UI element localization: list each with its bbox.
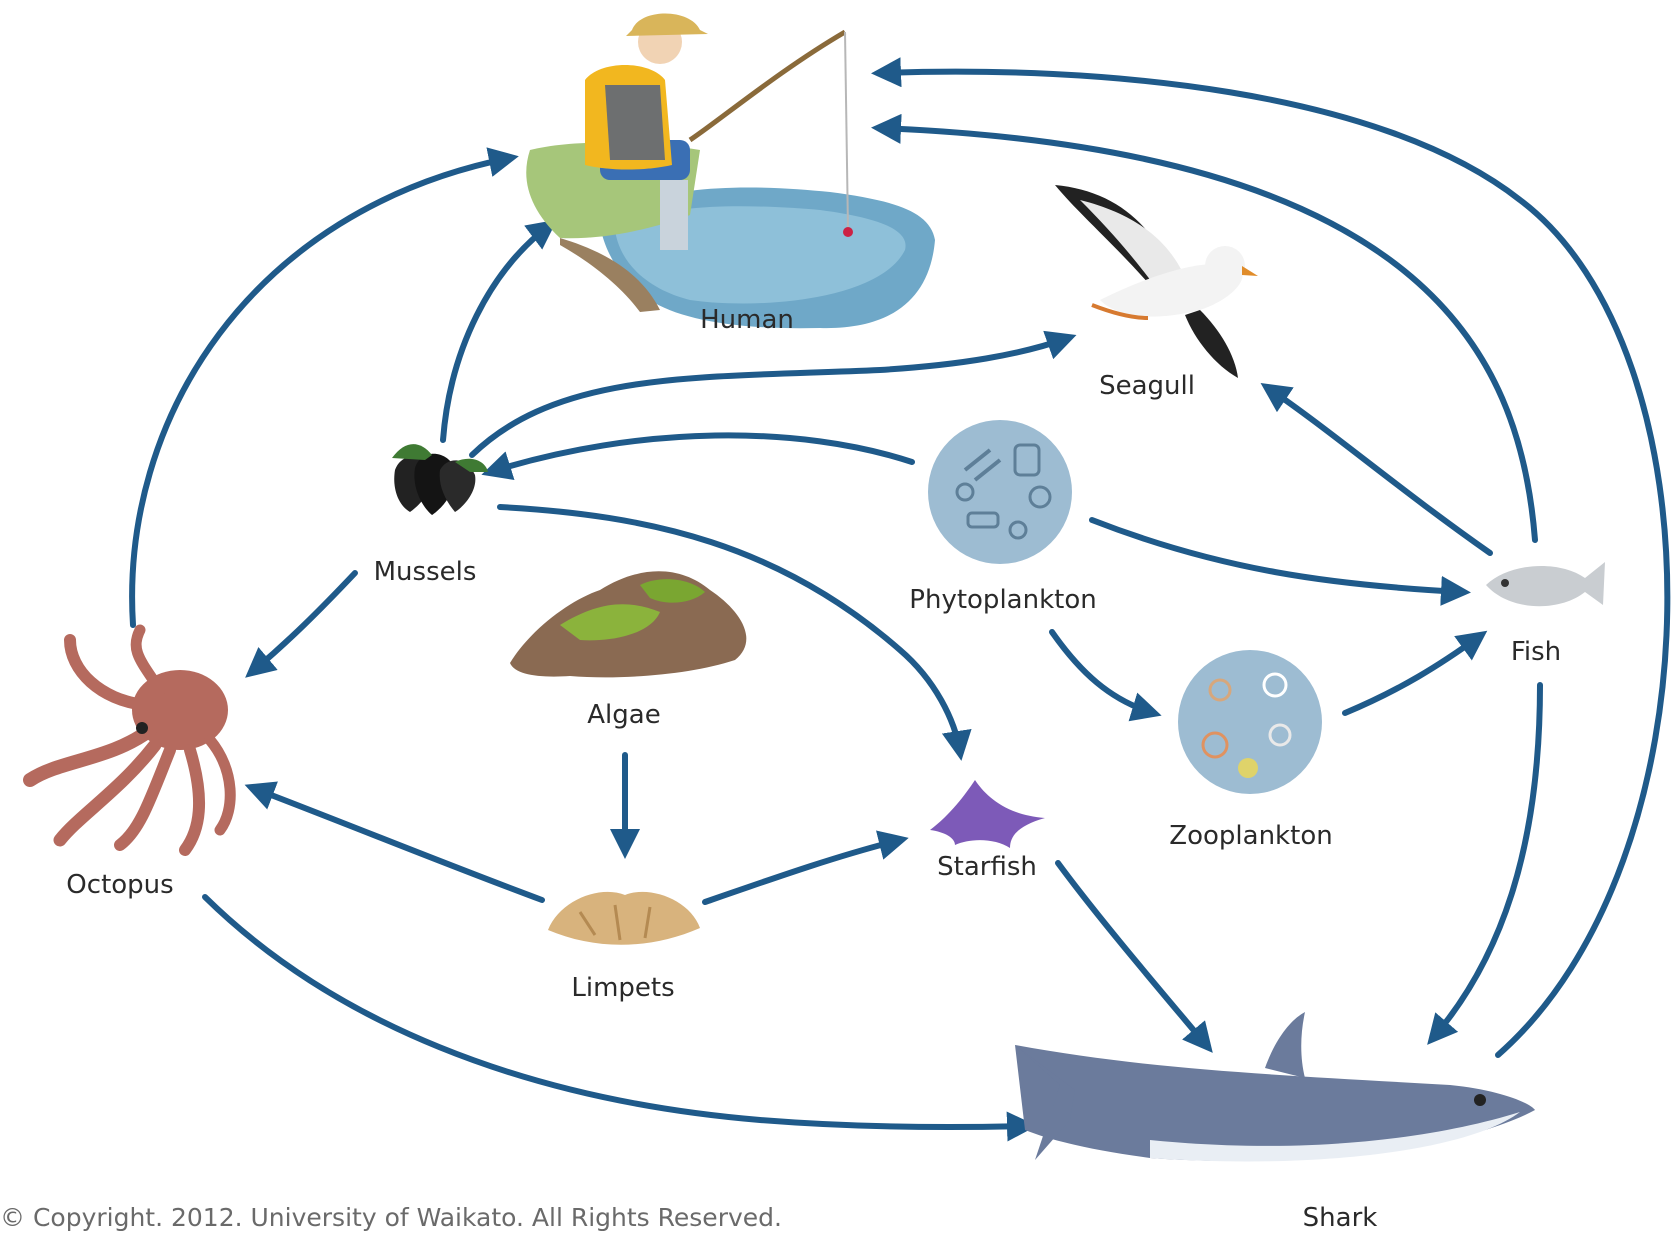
label-algae: Algae: [587, 700, 660, 730]
label-mussels: Mussels: [374, 557, 477, 587]
arrow-phyto-zoo: [1052, 632, 1153, 713]
label-shark: Shark: [1303, 1203, 1378, 1233]
octopus-illustration: [30, 630, 230, 850]
label-fish: Fish: [1511, 637, 1561, 667]
fish-illustration: [1486, 562, 1605, 606]
phytoplankton-illustration: [928, 420, 1072, 564]
arrow-starfish-shark: [1058, 863, 1207, 1046]
zooplankton-illustration: [1178, 650, 1322, 794]
copyright-notice: © Copyright. 2012. University of Waikato…: [0, 1203, 782, 1232]
arrow-limpets-octopus: [253, 788, 542, 900]
label-phytoplankton: Phytoplankton: [909, 585, 1096, 615]
arrow-limpets-starfish: [705, 840, 900, 902]
label-starfish: Starfish: [937, 852, 1037, 882]
label-seagull: Seagull: [1099, 371, 1195, 401]
arrow-phyto-mussels: [490, 435, 912, 472]
label-octopus: Octopus: [66, 870, 173, 900]
human-illustration: [526, 14, 935, 329]
arrow-phyto-fish: [1092, 520, 1462, 592]
arrow-mussels-human: [443, 225, 550, 440]
shark-illustration: [1015, 1012, 1535, 1161]
starfish-illustration: [930, 780, 1045, 848]
label-zooplankton: Zooplankton: [1169, 821, 1332, 851]
seagull-illustration: [1055, 185, 1258, 378]
arrow-fish-seagull: [1268, 388, 1490, 553]
arrow-mussels-octopus: [252, 573, 355, 672]
arrow-octopus-human: [132, 158, 510, 625]
arrow-zoo-fish: [1345, 636, 1480, 713]
arrow-fish-shark: [1433, 685, 1540, 1038]
limpets-illustration: [548, 892, 700, 945]
label-limpets: Limpets: [571, 973, 674, 1003]
algae-illustration: [510, 571, 746, 677]
label-human: Human: [700, 305, 794, 335]
